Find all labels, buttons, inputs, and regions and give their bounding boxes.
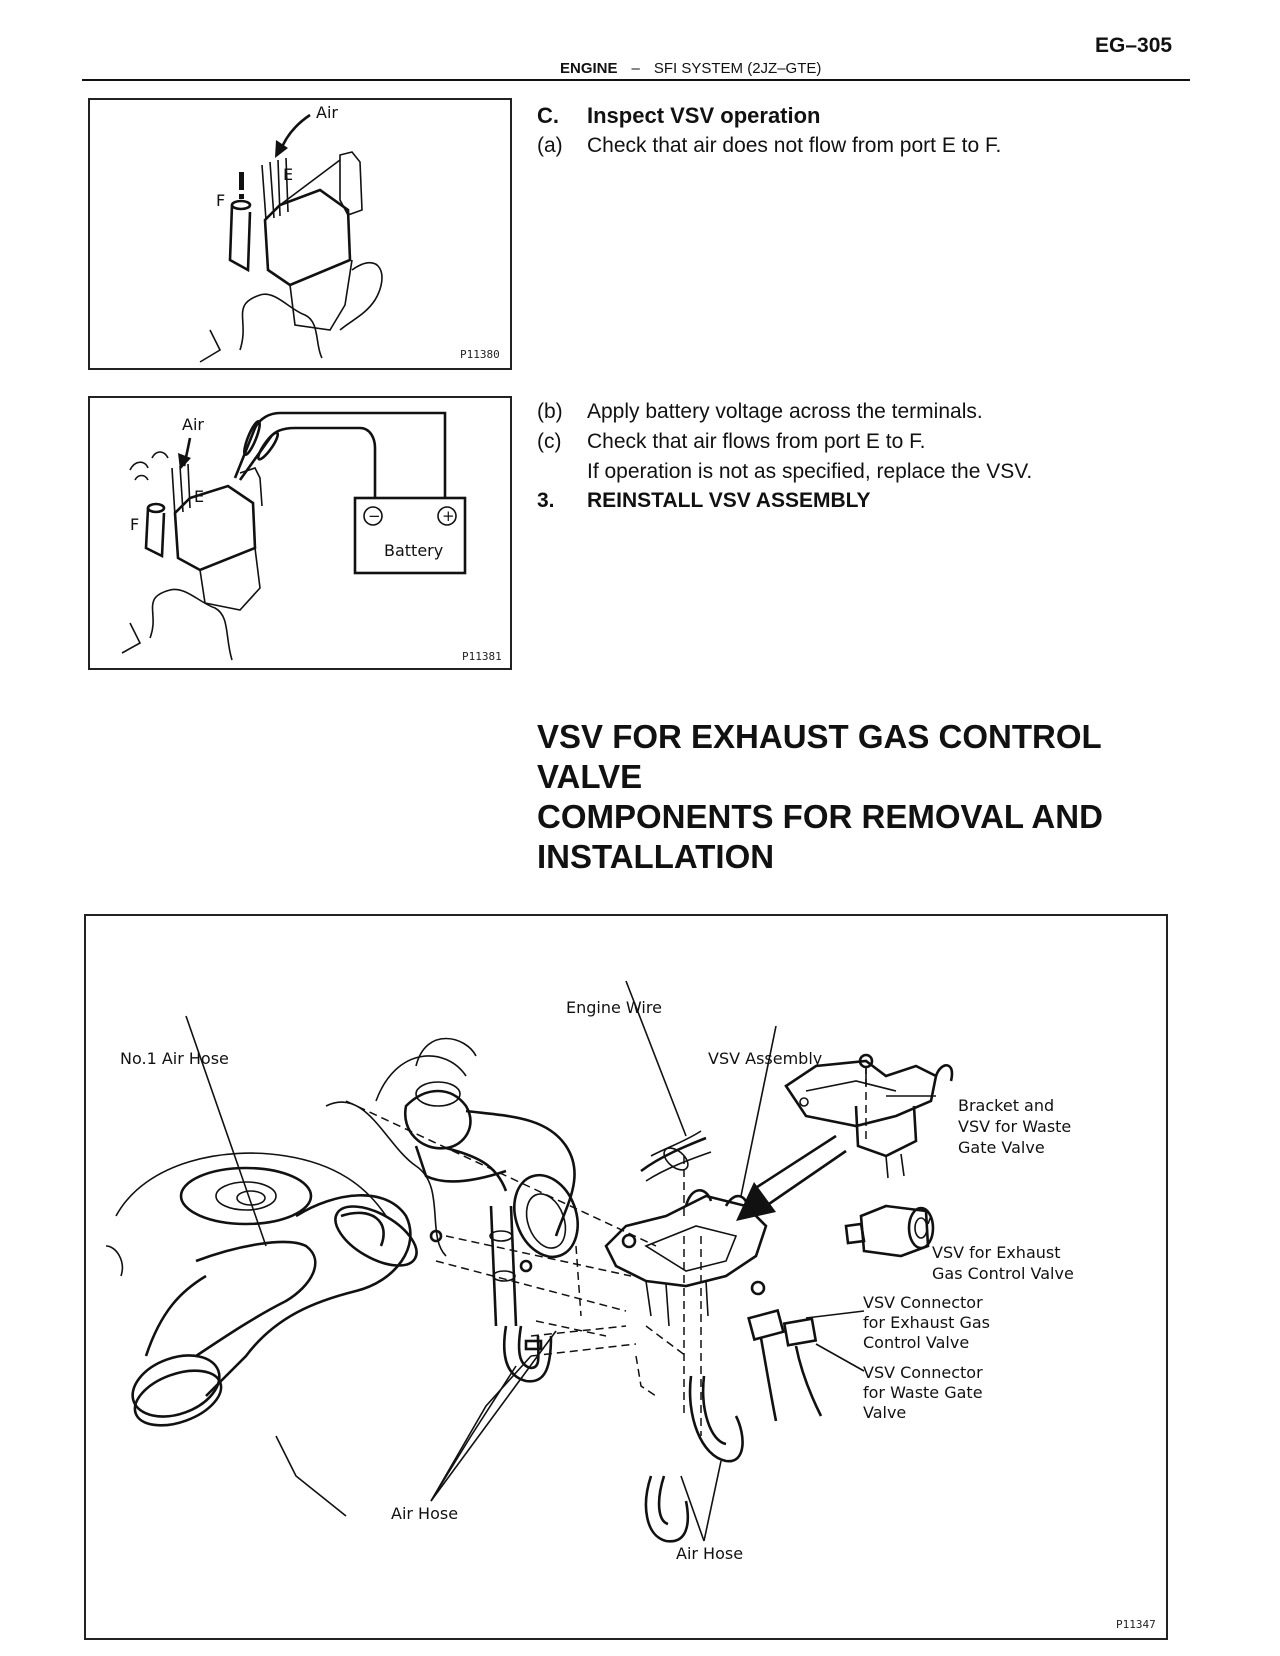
header-rule (82, 79, 1190, 81)
section-header-separator: – (631, 60, 640, 77)
heading-line-1: VSV FOR EXHAUST GAS CONTROL (537, 718, 1102, 755)
step-a-text: Check that air does not flow from port E… (587, 134, 1002, 157)
label-vsv-exhaust-2: Gas Control Valve (932, 1264, 1074, 1283)
label-conn-exhaust-2: for Exhaust Gas (863, 1313, 990, 1332)
label-conn-wastegate-3: Valve (863, 1403, 906, 1422)
fig2-label-air: Air (182, 415, 204, 434)
fig1-label-f: F (216, 191, 225, 210)
label-conn-wastegate-2: for Waste Gate (863, 1383, 983, 1402)
step-reinstall-text: REINSTALL VSV ASSEMBLY (587, 489, 871, 512)
label-conn-exhaust-1: VSV Connector (863, 1293, 983, 1312)
step-c-title-text: Inspect VSV operation (587, 103, 821, 128)
heading-line-4: INSTALLATION (537, 838, 775, 875)
step-b-label: (b) (537, 400, 563, 423)
figure-vsv-battery: − + Battery Air E F P11381 (88, 396, 512, 670)
diagram-code: P11347 (1116, 1618, 1156, 1631)
step-c-label: (c) (537, 430, 562, 453)
step-c-note: If operation is not as specified, replac… (587, 460, 1033, 483)
fig2-code: P11381 (462, 650, 502, 663)
figure-vsv-no-flow: Air E F P11380 (88, 98, 512, 370)
step-a-label: (a) (537, 134, 563, 157)
label-vsv-exhaust-1: VSV for Exhaust (932, 1243, 1061, 1262)
step-c: (c) Check that air flows from port E to F… (537, 430, 925, 454)
step-reinstall: 3. REINSTALL VSV ASSEMBLY (537, 489, 871, 513)
fig2-label-f: F (130, 515, 139, 534)
components-diagram: Engine Wire No.1 Air Hose VSV Assembly B… (84, 914, 1168, 1640)
fig2-label-e: E (194, 487, 204, 506)
label-air-hose-bottom: Air Hose (676, 1544, 743, 1563)
label-engine-wire: Engine Wire (566, 998, 662, 1017)
step-c-text: Check that air flows from port E to F. (587, 430, 926, 453)
section-header: ENGINE–SFI SYSTEM (2JZ–GTE) (560, 60, 821, 77)
fig1-label-air: Air (316, 103, 338, 122)
label-vsv-assembly: VSV Assembly (708, 1049, 822, 1068)
label-no1-air-hose: No.1 Air Hose (120, 1049, 229, 1068)
step-b-text: Apply battery voltage across the termina… (587, 400, 983, 423)
section-header-rest: SFI SYSTEM (2JZ–GTE) (653, 60, 822, 77)
battery-minus: − (368, 507, 381, 525)
step-a: (a) Check that air does not flow from por… (537, 134, 1001, 158)
heading-line-2: VALVE (537, 758, 643, 795)
heading-line-3: COMPONENTS FOR REMOVAL AND (537, 798, 1103, 835)
step-reinstall-num: 3. (537, 489, 555, 512)
label-bracket-2: VSV for Waste (958, 1117, 1071, 1136)
section-header-bold: ENGINE (560, 60, 618, 77)
label-bracket-3: Gate Valve (958, 1138, 1045, 1157)
step-c-title: C. Inspect VSV operation (537, 103, 821, 129)
label-air-hose-left: Air Hose (391, 1504, 458, 1523)
step-b: (b) Apply battery voltage across the term… (537, 400, 983, 424)
fig1-code: P11380 (460, 348, 500, 361)
page-number: EG–305 (1095, 34, 1173, 57)
battery-plus: + (442, 507, 455, 525)
label-conn-exhaust-3: Control Valve (863, 1333, 969, 1352)
section-heading: VSV FOR EXHAUST GAS CONTROL VALVE COMPON… (537, 717, 1157, 877)
label-bracket-1: Bracket and (958, 1096, 1054, 1115)
fig1-label-e: E (283, 165, 293, 184)
step-c-letter: C. (537, 103, 559, 128)
label-conn-wastegate-1: VSV Connector (863, 1363, 983, 1382)
battery-label: Battery (384, 541, 443, 560)
